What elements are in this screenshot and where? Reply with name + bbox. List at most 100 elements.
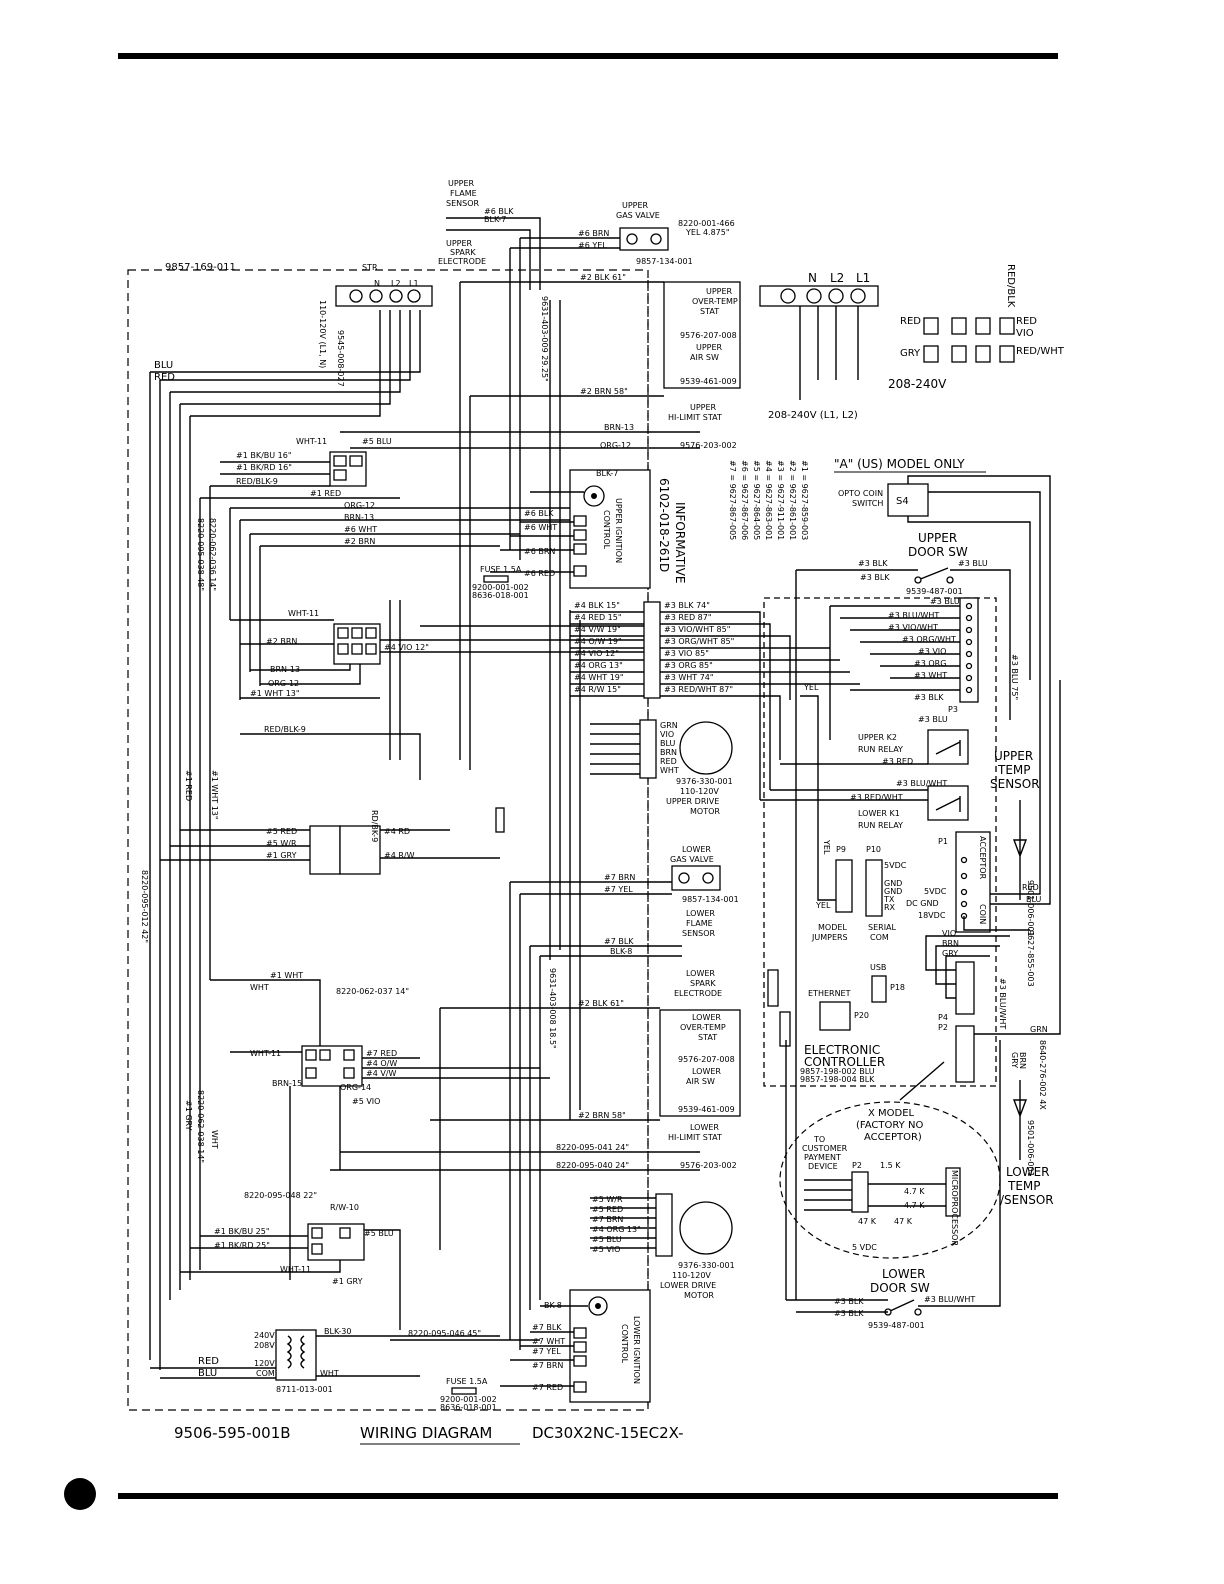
svg-text:BLK-7: BLK-7	[484, 215, 506, 224]
svg-text:18VDC: 18VDC	[918, 911, 946, 920]
svg-text:BLU: BLU	[154, 360, 173, 371]
svg-text:#6 BLK: #6 BLK	[484, 207, 514, 216]
svg-text:BLK-30: BLK-30	[324, 1327, 351, 1336]
svg-text:UPPER IGNITION: UPPER IGNITION	[614, 498, 623, 563]
svg-text:WHT-11: WHT-11	[280, 1265, 311, 1274]
svg-text:USB: USB	[870, 963, 886, 972]
svg-text:ACCEPTOR: ACCEPTOR	[978, 836, 987, 880]
svg-text:LOWER: LOWER	[692, 1013, 721, 1022]
svg-text:COIN: COIN	[978, 904, 987, 924]
svg-text:STAT: STAT	[698, 1033, 717, 1042]
svg-text:#6 YEL: #6 YEL	[578, 241, 607, 250]
svg-text:#7 RED: #7 RED	[532, 1383, 563, 1392]
svg-text:GRY: GRY	[942, 949, 958, 958]
informative-title: INFORMATIVE	[673, 502, 687, 584]
svg-text:#7 YEL: #7 YEL	[532, 1347, 561, 1356]
svg-text:LOWER: LOWER	[686, 969, 715, 978]
svg-text:#6 BLK: #6 BLK	[524, 509, 554, 518]
lower-gas-valve	[671, 865, 721, 891]
svg-text:#6 WHT: #6 WHT	[344, 525, 377, 534]
svg-text:208V: 208V	[254, 1341, 275, 1350]
svg-text:110-120V: 110-120V	[680, 787, 719, 796]
lower-run-relay	[927, 785, 969, 821]
lower-harness-connector-a	[309, 825, 381, 875]
svg-text:#7 BLK: #7 BLK	[532, 1323, 562, 1332]
svg-text:#3 BLK: #3 BLK	[834, 1309, 864, 1318]
diagram-title: WIRING DIAGRAM	[360, 1424, 492, 1442]
usb-port-p18	[871, 975, 887, 1003]
svg-text:#1 WHT: #1 WHT	[270, 971, 303, 980]
svg-text:#4 V/W: #4 V/W	[366, 1069, 397, 1078]
svg-text:ELECTRODE: ELECTRODE	[674, 989, 722, 998]
svg-text:#3 ORG/WHT 85": #3 ORG/WHT 85"	[664, 637, 734, 646]
p3-pins	[965, 602, 973, 694]
svg-text:#4 RD: #4 RD	[384, 827, 410, 836]
svg-text:UPPER DRIVE: UPPER DRIVE	[666, 797, 719, 806]
svg-text:WHT-11: WHT-11	[288, 609, 319, 618]
svg-text:RED/WHT: RED/WHT	[1016, 346, 1065, 357]
svg-text:P20: P20	[854, 1011, 869, 1020]
svg-text:RED: RED	[900, 316, 921, 327]
svg-text:120V: 120V	[254, 1359, 275, 1368]
svg-text:RED: RED	[1022, 883, 1039, 892]
svg-text:UPPER: UPPER	[446, 239, 473, 248]
svg-text:P2: P2	[938, 1023, 948, 1032]
svg-text:#3 VIO/WHT 85": #3 VIO/WHT 85"	[664, 625, 730, 634]
svg-text:MODEL: MODEL	[818, 923, 847, 932]
svg-text:LOWER: LOWER	[882, 1267, 926, 1281]
voltage-208: 208-240V	[888, 377, 947, 391]
svg-text:240V: 240V	[254, 1331, 275, 1340]
svg-text:#5 VIO: #5 VIO	[592, 1245, 620, 1254]
svg-text:9627-855-003: 9627-855-003	[1026, 930, 1035, 987]
svg-text:CONTROL: CONTROL	[602, 510, 611, 550]
svg-text:AIR SW: AIR SW	[690, 353, 719, 362]
svg-text:9539-461-009: 9539-461-009	[678, 1105, 735, 1114]
svg-text:9539-461-009: 9539-461-009	[680, 377, 737, 386]
drawing-number: 9506-595-001B	[174, 1424, 291, 1442]
svg-text:#3 = 9627-911-001: #3 = 9627-911-001	[776, 460, 785, 540]
svg-text:P2: P2	[852, 1161, 862, 1170]
svg-text:#5 BLU: #5 BLU	[592, 1235, 622, 1244]
svg-text:#2 BRN: #2 BRN	[344, 537, 375, 546]
svg-text:#1 GRY: #1 GRY	[184, 1100, 193, 1131]
svg-text:8220-062-036 14": 8220-062-036 14"	[208, 518, 217, 591]
p10-serial-com	[865, 859, 883, 917]
rterm-l2: L2	[830, 271, 844, 285]
svg-text:X MODEL: X MODEL	[868, 1108, 915, 1119]
svg-text:#4 O/W 19": #4 O/W 19"	[574, 637, 622, 646]
svg-text:#4 R/W: #4 R/W	[384, 851, 415, 860]
svg-text:GND: GND	[884, 887, 902, 896]
lower-harness-connector-b	[301, 1045, 363, 1087]
svg-text:LOWER: LOWER	[1006, 1165, 1050, 1179]
svg-text:DC GND: DC GND	[906, 899, 939, 908]
svg-text:#3 RED/WHT 87": #3 RED/WHT 87"	[664, 685, 733, 694]
svg-text:CONTROL: CONTROL	[620, 1324, 629, 1364]
svg-text:#5 W/R: #5 W/R	[266, 839, 297, 848]
svg-text:#7 RED: #7 RED	[366, 1049, 397, 1058]
svg-text:(FACTORY NO: (FACTORY NO	[856, 1120, 923, 1131]
svg-text:#2 = 9627-861-001: #2 = 9627-861-001	[788, 460, 797, 540]
svg-text:#3 BLU: #3 BLU	[930, 597, 960, 606]
svg-text:P10: P10	[866, 845, 881, 854]
term-l1: L1	[409, 279, 419, 288]
svg-text:LOWER: LOWER	[692, 1067, 721, 1076]
svg-text:#3 BLK 74": #3 BLK 74"	[664, 601, 710, 610]
svg-text:P3: P3	[948, 705, 958, 714]
svg-text:#3 BLU 75": #3 BLU 75"	[1010, 654, 1019, 700]
svg-text:#4 V/W 19": #4 V/W 19"	[574, 625, 621, 634]
svg-text:BLU: BLU	[660, 739, 676, 748]
p3-connector	[959, 597, 979, 703]
upper-gas-valve	[619, 227, 669, 251]
svg-text:47 K: 47 K	[894, 1217, 913, 1226]
svg-text:YEL: YEL	[803, 683, 819, 692]
svg-text:BRN-13: BRN-13	[344, 513, 374, 522]
svg-text:#7 BRN: #7 BRN	[532, 1361, 563, 1370]
svg-text:#1 WHT 13": #1 WHT 13"	[250, 689, 300, 698]
svg-text:#1 BK/BU 16": #1 BK/BU 16"	[236, 451, 292, 460]
svg-text:VIO: VIO	[942, 929, 956, 938]
lower-relay-plug	[307, 1223, 365, 1261]
svg-text:#5 RED: #5 RED	[266, 827, 297, 836]
svg-text:DOOR SW: DOOR SW	[870, 1281, 930, 1295]
svg-text:BLK-7: BLK-7	[596, 469, 618, 478]
